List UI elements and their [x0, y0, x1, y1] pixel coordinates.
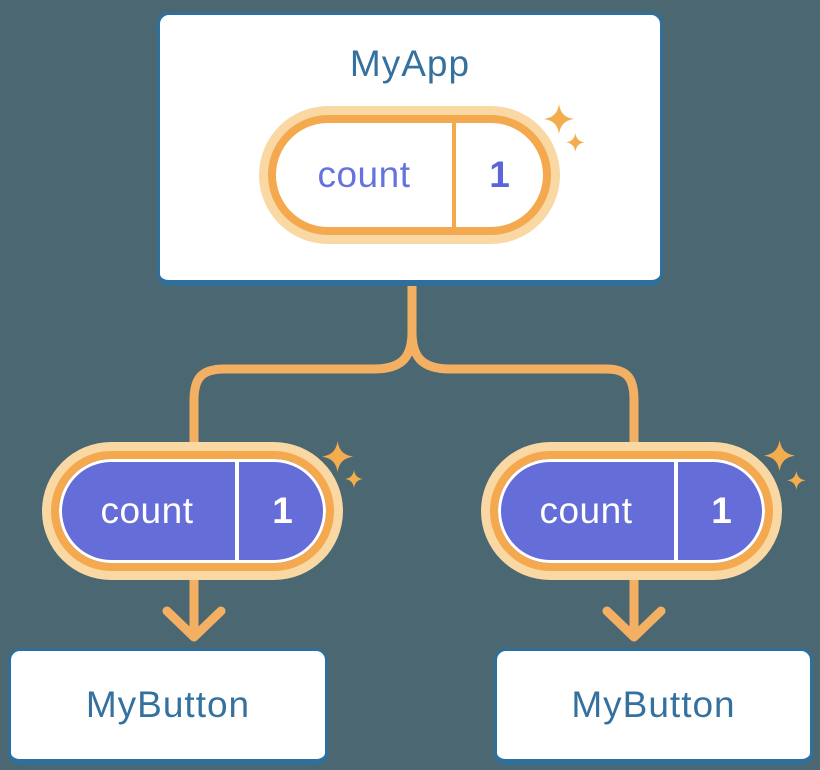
pill-value: 1 [235, 459, 326, 563]
prop-pill-right: count 1 [490, 451, 773, 571]
pill-label: count [317, 154, 411, 195]
sparkle-icon [544, 104, 585, 152]
arrow-down-icon-left [162, 606, 226, 642]
arrow-down-icon-right [602, 606, 666, 642]
pill-value: 1 [452, 123, 543, 227]
sparkle-icon [764, 440, 806, 490]
component-title-mybutton-right: MyButton [571, 684, 736, 725]
connector-branch-right [407, 280, 639, 637]
component-card-mybutton-left: MyButton [8, 648, 328, 765]
prop-pill-left: count 1 [51, 451, 334, 571]
pill-label: count [539, 490, 633, 531]
pill-label: count [100, 490, 194, 531]
component-card-mybutton-right: MyButton [494, 648, 813, 765]
state-pill-root: count 1 [268, 115, 551, 235]
sparkle-icon [322, 441, 363, 488]
pill-value: 1 [674, 459, 765, 563]
component-title-mybutton-left: MyButton [85, 684, 251, 725]
component-title-myapp: MyApp [349, 43, 471, 84]
